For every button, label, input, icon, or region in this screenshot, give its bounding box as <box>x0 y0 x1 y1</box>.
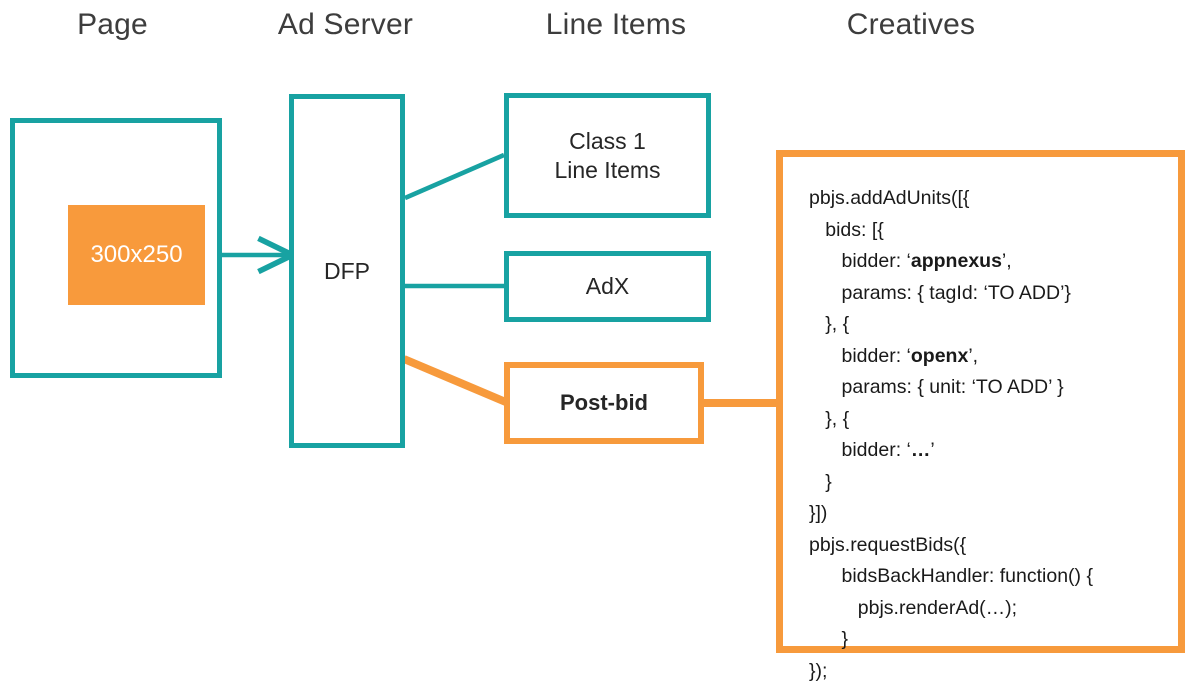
code-line: pbjs.addAdUnits([{ <box>809 183 1178 215</box>
connector-dfp-to-class1 <box>405 155 504 198</box>
column-header-line-items: Line Items <box>505 8 727 42</box>
node-ad-server-dfp[interactable]: DFP <box>289 94 405 448</box>
ad-slot-300x250[interactable]: 300x250 <box>68 205 205 305</box>
column-header-ad-server: Ad Server <box>243 8 448 42</box>
connector-dfp-to-postbid <box>404 359 508 403</box>
class1-line-items-label-line1: Class 1 <box>569 128 646 154</box>
column-header-creatives: Creatives <box>800 8 1022 42</box>
code-line: bids: [{ <box>809 215 1178 247</box>
code-line: } <box>809 624 1178 656</box>
post-bid-label: Post-bid <box>560 390 648 417</box>
code-line: } <box>809 467 1178 499</box>
column-header-page: Page <box>10 8 215 42</box>
ad-slot-label: 300x250 <box>90 241 182 269</box>
ad-server-label: DFP <box>324 257 370 285</box>
code-line: }); <box>809 656 1178 687</box>
adx-label: AdX <box>586 272 629 300</box>
node-class1-line-items[interactable]: Class 1 Line Items <box>504 93 711 218</box>
code-line: bidder: ‘openx’, <box>809 341 1178 373</box>
code-line: bidder: ‘appnexus’, <box>809 246 1178 278</box>
code-line: params: { unit: ‘TO ADD’ } <box>809 372 1178 404</box>
code-line: pbjs.renderAd(…); <box>809 593 1178 625</box>
code-line: }, { <box>809 404 1178 436</box>
code-line: params: { tagId: ‘TO ADD’} <box>809 278 1178 310</box>
node-adx[interactable]: AdX <box>504 251 711 322</box>
class1-line-items-label: Class 1 Line Items <box>554 127 660 183</box>
creative-code-block[interactable]: pbjs.addAdUnits([{ bids: [{ bidder: ‘app… <box>776 150 1185 653</box>
node-post-bid[interactable]: Post-bid <box>504 362 704 444</box>
code-line: pbjs.requestBids({ <box>809 530 1178 562</box>
class1-line-items-label-line2: Line Items <box>554 157 660 183</box>
diagram-canvas: Page Ad Server Line Items Creatives 300x… <box>0 0 1200 664</box>
code-line: bidder: ‘…’ <box>809 435 1178 467</box>
code-line: }]) <box>809 498 1178 530</box>
code-line: bidsBackHandler: function() { <box>809 561 1178 593</box>
creative-code-lines: pbjs.addAdUnits([{ bids: [{ bidder: ‘app… <box>809 183 1178 687</box>
code-line: }, { <box>809 309 1178 341</box>
